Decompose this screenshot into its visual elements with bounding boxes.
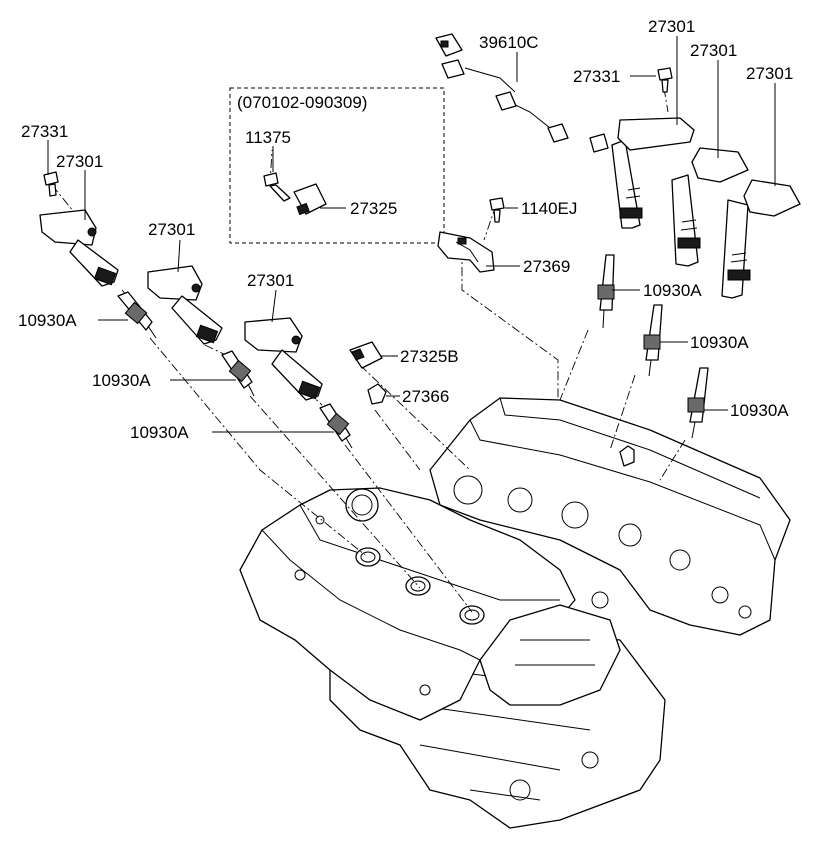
engine-block bbox=[239, 397, 791, 829]
ignition-coil-right-2 bbox=[671, 147, 749, 267]
label-clip: 27366 bbox=[402, 387, 449, 406]
label-plug-left-2: 10930A bbox=[92, 371, 151, 390]
label-coil-right-2: 27301 bbox=[690, 41, 737, 60]
ignition-coil-left-1 bbox=[39, 209, 119, 287]
label-bolt-bracket: 1140EJ bbox=[521, 199, 577, 218]
date-range-box bbox=[229, 87, 445, 244]
ignition-coil-left-2 bbox=[147, 265, 223, 345]
label-bracket: 27369 bbox=[523, 257, 570, 276]
label-coil-right-1: 27301 bbox=[648, 17, 695, 36]
spark-plug-right-3 bbox=[687, 367, 709, 439]
label-plug-right-2: 10930A bbox=[690, 333, 749, 352]
ignition-coil-right-1 bbox=[611, 117, 695, 229]
label-coil-left-3: 27301 bbox=[247, 271, 294, 290]
label-bolt-sensor: 11375 bbox=[245, 128, 291, 147]
bolt-1140ej bbox=[489, 197, 505, 223]
bracket-27369 bbox=[437, 231, 495, 273]
label-plug-right-3: 10930A bbox=[730, 401, 789, 420]
label-bolt-left: 27331 bbox=[21, 122, 68, 141]
ignition-coil-right-3 bbox=[721, 179, 801, 299]
label-sensor: 27325 bbox=[350, 199, 397, 218]
leader-lines bbox=[47, 36, 776, 433]
label-plug-left-1: 10930A bbox=[18, 311, 77, 330]
label-date-range: (070102-090309) bbox=[237, 93, 367, 112]
label-harness: 39610C bbox=[479, 33, 539, 52]
clip-27366 bbox=[367, 383, 387, 405]
label-bolt-right: 27331 bbox=[573, 67, 620, 86]
sensor-27325 bbox=[293, 183, 327, 216]
label-coil-left-1: 27301 bbox=[56, 152, 103, 171]
bolt-11375 bbox=[263, 172, 291, 202]
wiring-harness bbox=[435, 33, 609, 153]
label-coil-right-3: 27301 bbox=[746, 64, 793, 83]
spark-plug-right-2 bbox=[643, 304, 663, 377]
label-plug-left-3: 10930A bbox=[130, 423, 189, 442]
spark-plug-left-1 bbox=[117, 291, 157, 339]
part-labels: 39610C 27301 27301 27301 27331 27331 273… bbox=[18, 17, 793, 442]
spark-plug-right-1 bbox=[597, 254, 615, 329]
sensor-27325b bbox=[349, 341, 383, 369]
spark-plug-left-3 bbox=[319, 403, 353, 449]
label-sensor-b: 27325B bbox=[400, 347, 459, 366]
bolt-right bbox=[657, 67, 673, 93]
label-plug-right-1: 10930A bbox=[643, 281, 702, 300]
label-coil-left-2: 27301 bbox=[148, 220, 195, 239]
ignition-coil-left-3 bbox=[244, 317, 323, 401]
bolt-left bbox=[43, 171, 59, 197]
spark-plug-left-2 bbox=[221, 350, 255, 397]
